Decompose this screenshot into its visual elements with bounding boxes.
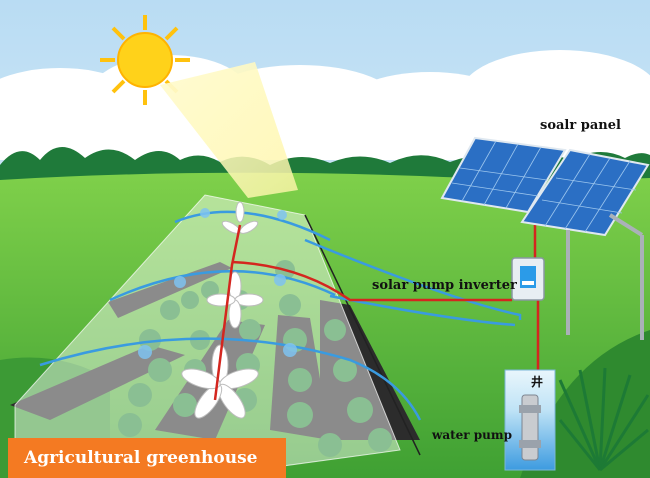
solar-panel-label: soalr panel	[540, 118, 621, 133]
sprinkler-icon	[138, 208, 297, 359]
water-pump-icon	[504, 369, 556, 471]
banner-title: Agricultural greenhouse	[24, 448, 258, 468]
water-pump-label: water pump	[432, 428, 512, 442]
inverter-icon	[511, 257, 545, 301]
inverter-label: solar pump inverter	[372, 278, 517, 293]
sun-beam	[160, 62, 298, 198]
well-symbol: 井	[531, 374, 543, 389]
plant-icon	[558, 367, 650, 472]
title-banner	[8, 438, 286, 478]
solar-panel-icon	[440, 136, 650, 340]
greenhouse-icon	[14, 194, 401, 478]
irrigation-pipes	[39, 210, 522, 421]
greenhouse-edge	[304, 214, 421, 456]
power-wires	[213, 224, 540, 401]
sun-icon	[100, 15, 190, 105]
